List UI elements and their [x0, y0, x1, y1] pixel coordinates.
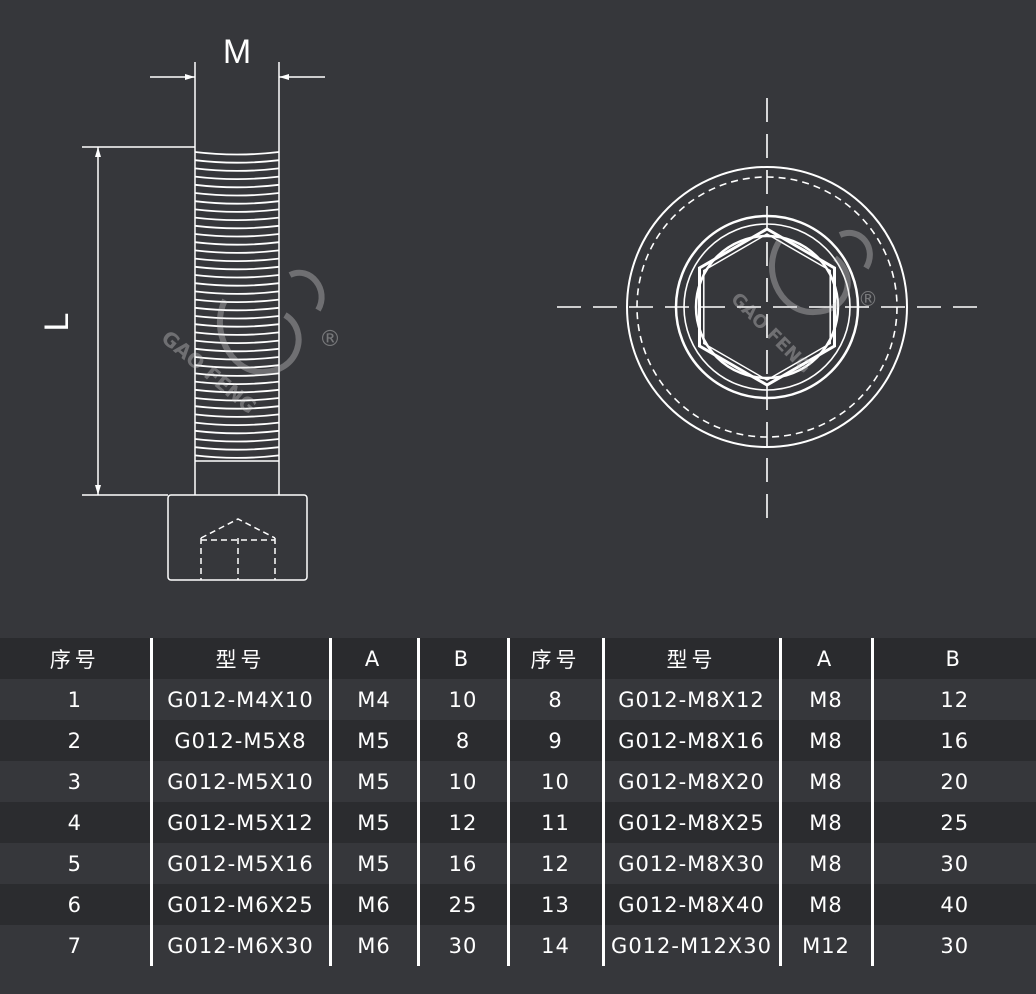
cell-a-2: M8 [780, 679, 874, 720]
watermark-brand-left: GAO FENG [157, 325, 262, 418]
cell-a: M5 [330, 720, 420, 761]
cell-b-2: 30 [872, 843, 1036, 884]
cell-model: G012-M6X30 [151, 925, 332, 966]
screw-end-view [557, 98, 980, 518]
cell-index: 6 [0, 884, 153, 925]
header-index-2: 序号 [508, 638, 605, 679]
cell-model-2: G012-M8X40 [603, 884, 782, 925]
header-b-2: B [872, 638, 1036, 679]
cell-model-2: G012-M8X30 [603, 843, 782, 884]
cell-model: G012-M5X12 [151, 802, 332, 843]
cell-a-2: M8 [780, 761, 874, 802]
technical-drawing: M L GAO FENG ® GAO FENG ® [38, 33, 980, 581]
cell-model-2: G012-M12X30 [603, 925, 782, 966]
header-model: 型号 [151, 638, 332, 679]
header-index: 序号 [0, 638, 153, 679]
cell-b: 16 [418, 843, 510, 884]
cell-b: 12 [418, 802, 510, 843]
cell-b: 30 [418, 925, 510, 966]
header-a-2: A [780, 638, 874, 679]
cell-b: 8 [418, 720, 510, 761]
hex-socket [698, 227, 836, 387]
head-outer-circle [626, 166, 908, 448]
cell-model: G012-M4X10 [151, 679, 332, 720]
cell-index-2: 13 [508, 884, 605, 925]
cell-index-2: 8 [508, 679, 605, 720]
cell-model: G012-M5X8 [151, 720, 332, 761]
cell-index: 5 [0, 843, 153, 884]
cell-index-2: 9 [508, 720, 605, 761]
cell-b-2: 20 [872, 761, 1036, 802]
hex-socket-inner [703, 233, 831, 381]
cell-b-2: 16 [872, 720, 1036, 761]
header-model-2: 型号 [603, 638, 782, 679]
hex-socket-hidden-lines [200, 518, 276, 580]
cell-model-2: G012-M8X20 [603, 761, 782, 802]
cell-index: 3 [0, 761, 153, 802]
cell-index-2: 10 [508, 761, 605, 802]
watermark-reg-right: ® [858, 287, 878, 311]
cell-b-2: 40 [872, 884, 1036, 925]
label-l: L [38, 313, 76, 332]
cell-a-2: M8 [780, 843, 874, 884]
brand-watermark-right [768, 230, 873, 316]
cell-index: 7 [0, 925, 153, 966]
screw-side-view [82, 62, 325, 581]
cell-index: 4 [0, 802, 153, 843]
cell-b: 10 [418, 761, 510, 802]
cell-index: 1 [0, 679, 153, 720]
cell-index-2: 11 [508, 802, 605, 843]
cell-a: M6 [330, 884, 420, 925]
cell-b: 25 [418, 884, 510, 925]
cell-model-2: G012-M8X16 [603, 720, 782, 761]
cell-b: 10 [418, 679, 510, 720]
head-chamfer-circle [636, 176, 898, 438]
watermark-reg-left: ® [319, 327, 341, 352]
shank-threads [194, 151, 280, 459]
cell-model: G012-M6X25 [151, 884, 332, 925]
cell-index-2: 14 [508, 925, 605, 966]
cell-model-2: G012-M8X25 [603, 802, 782, 843]
cell-a-2: M8 [780, 802, 874, 843]
cell-a: M5 [330, 843, 420, 884]
cell-a-2: M8 [780, 884, 874, 925]
cell-index-2: 12 [508, 843, 605, 884]
socket-outer-circle [674, 214, 860, 400]
table-header-row: 序号 型号 A B 序号 型号 A B [0, 638, 1036, 679]
label-m: M [223, 33, 251, 71]
cell-model: G012-M5X16 [151, 843, 332, 884]
cell-a: M5 [330, 761, 420, 802]
cell-a: M6 [330, 925, 420, 966]
header-a: A [330, 638, 420, 679]
screw-head [167, 494, 308, 581]
cell-a-2: M8 [780, 720, 874, 761]
cell-a: M4 [330, 679, 420, 720]
cell-a: M5 [330, 802, 420, 843]
cell-b-2: 25 [872, 802, 1036, 843]
socket-inner-circle [683, 223, 851, 391]
cell-a-2: M12 [780, 925, 874, 966]
cell-b-2: 30 [872, 925, 1036, 966]
header-b: B [418, 638, 510, 679]
cell-index: 2 [0, 720, 153, 761]
hex-hole-circle [694, 234, 840, 380]
brand-watermark-left [217, 269, 325, 376]
cell-model-2: G012-M8X12 [603, 679, 782, 720]
cell-model: G012-M5X10 [151, 761, 332, 802]
cell-b-2: 12 [872, 679, 1036, 720]
